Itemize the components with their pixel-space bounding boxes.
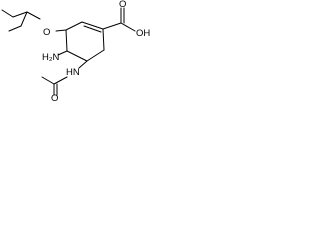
atom-oh: OH: [136, 28, 150, 39]
bond-ethyl-a1: [1, 9, 14, 18]
ring-bond-1: [65, 21, 83, 31]
molecule-drawing: O H₂N HN O OH O: [1, 0, 150, 104]
bond-amine: [57, 50, 68, 56]
ring-bond-4: [86, 49, 105, 62]
atom-o-carbonyl: O: [119, 0, 126, 10]
bond-o-ring: [55, 29, 67, 32]
bond-co-methyl: [41, 76, 55, 85]
ring-bond-3: [102, 28, 105, 51]
bond-ethyl-b2: [8, 25, 22, 32]
atom-amine: H₂N: [42, 52, 60, 63]
bond-c-cooh: [102, 22, 122, 30]
atom-nh: HN: [66, 67, 80, 78]
atom-o-ether: O: [43, 27, 50, 38]
bond-ch-o: [26, 11, 41, 20]
ring-bond-2-double: [83, 25, 102, 33]
structure-canvas: O H₂N HN O OH O: [0, 0, 159, 104]
bond-nh-co: [53, 76, 68, 85]
ring-bond-5: [66, 50, 88, 62]
bond-ring-nh: [78, 60, 88, 69]
bond-ethyl-b1: [20, 11, 28, 27]
bond-c-oh: [120, 22, 136, 32]
bond-ethyl-a2: [12, 11, 28, 18]
bond-lines: [1, 7, 136, 96]
ring-bond-2: [81, 21, 104, 30]
ring-bond-6: [65, 29, 68, 52]
atom-o-acetyl: O: [51, 93, 58, 101]
atom-labels: O H₂N HN O OH O: [42, 0, 150, 104]
